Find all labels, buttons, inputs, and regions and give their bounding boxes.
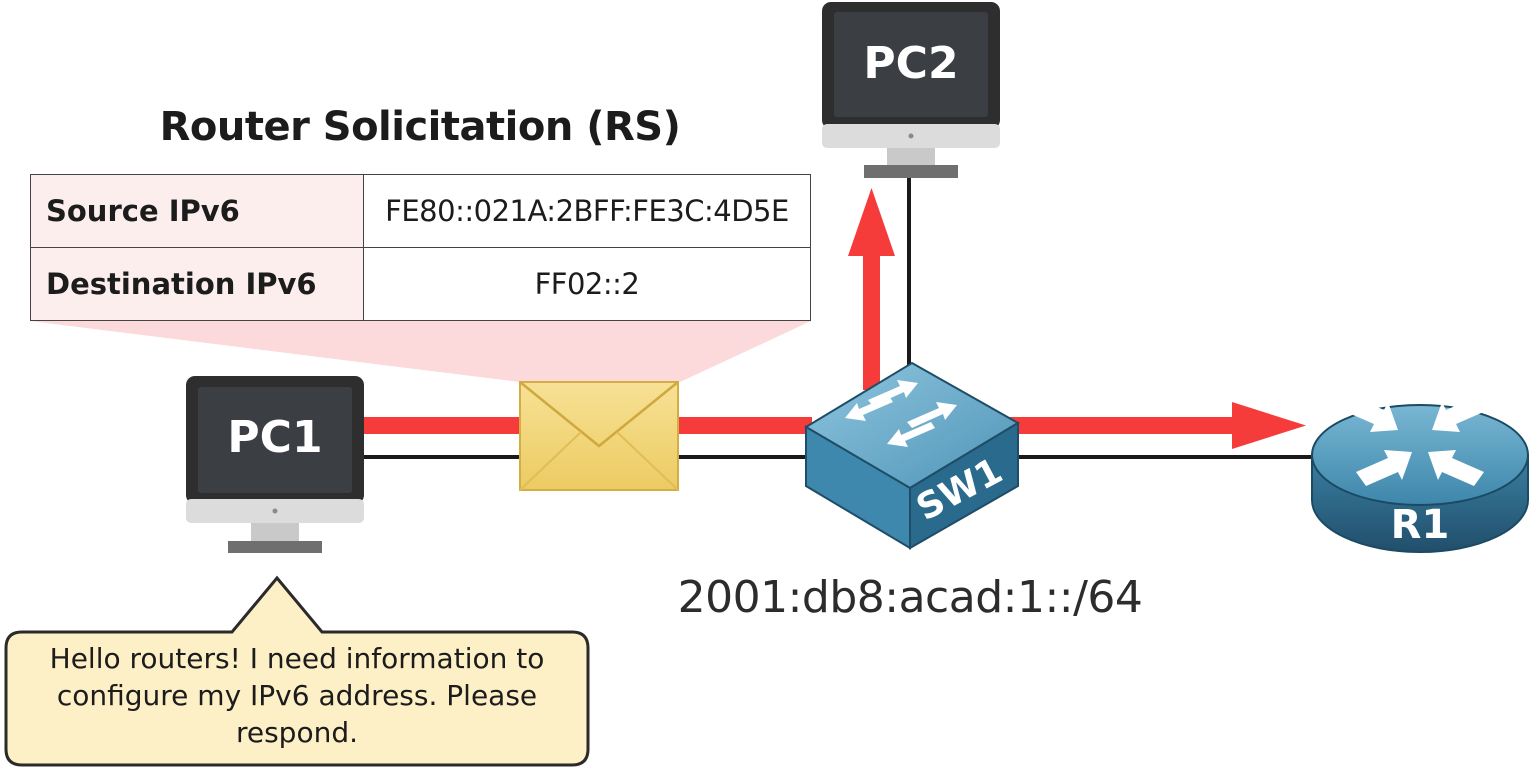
pc1-label: PC1 <box>227 412 322 463</box>
flow-arrowhead-r1 <box>1232 402 1306 449</box>
switch-arrows-icon <box>845 380 957 447</box>
table-row: Source IPv6 FE80::021A:2BFF:FE3C:4D5E <box>30 174 811 248</box>
r1-label: R1 <box>1391 502 1450 548</box>
rs-message-envelope-icon <box>519 381 679 491</box>
flow-sw1-to-pc2-shaft <box>863 250 880 390</box>
network-prefix-label: 2001:db8:acad:1::/64 <box>677 572 1143 623</box>
source-ipv6-label: Source IPv6 <box>30 174 364 248</box>
destination-ipv6-label: Destination IPv6 <box>30 247 364 321</box>
flow-sw1-to-r1-shaft <box>1006 417 1238 434</box>
pc2-label: PC2 <box>863 38 958 89</box>
source-ipv6-value: FE80::021A:2BFF:FE3C:4D5E <box>363 174 811 248</box>
pc1-computer-icon: PC1 <box>186 376 364 553</box>
r1-router-icon: R1 <box>1311 396 1529 553</box>
header-zoom-cone <box>30 321 811 382</box>
packet-header-table: Source IPv6 FE80::021A:2BFF:FE3C:4D5E De… <box>30 174 811 321</box>
sw1-switch-icon: SW1 <box>804 361 1020 550</box>
pc2-computer-icon: PC2 <box>822 2 1000 178</box>
packet-title: Router Solicitation (RS) <box>159 104 681 150</box>
speech-bubble-text: Hello routers! I need information to con… <box>49 642 545 749</box>
flow-arrowhead-pc2 <box>848 188 895 256</box>
table-row: Destination IPv6 FF02::2 <box>30 247 811 321</box>
destination-ipv6-value: FF02::2 <box>363 247 811 321</box>
speech-bubble <box>4 575 590 767</box>
router-arrows-icon <box>1344 396 1488 486</box>
